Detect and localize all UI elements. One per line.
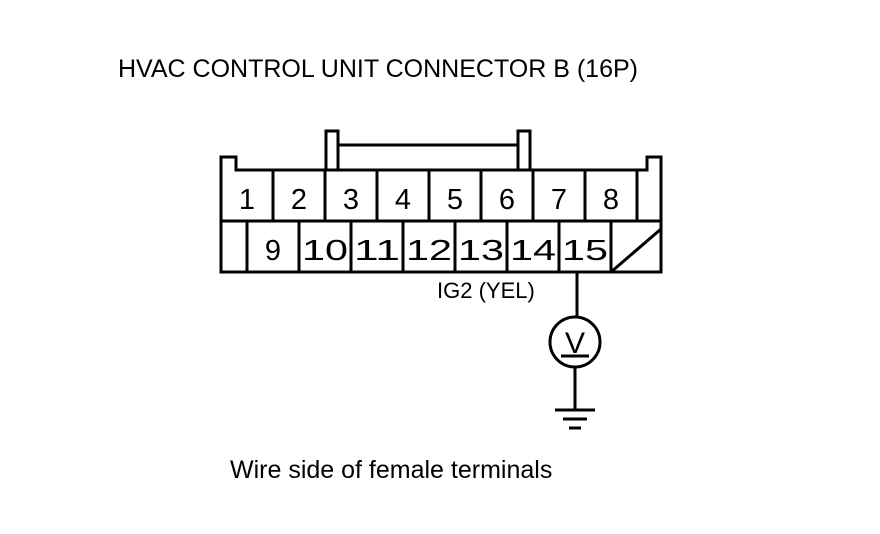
voltmeter-symbol: V — [565, 327, 585, 360]
pin-8: 8 — [603, 184, 619, 216]
pin-14: 14 — [510, 235, 556, 267]
pin-4: 4 — [395, 184, 411, 216]
diagram-caption: Wire side of female terminals — [230, 456, 552, 484]
pin-3: 3 — [343, 184, 359, 216]
pin-6: 6 — [499, 184, 515, 216]
bottom-row-pins: 9 10 11 12 13 14 15 — [265, 235, 608, 267]
connector-body — [219, 129, 663, 274]
pin-2: 2 — [291, 184, 307, 216]
pin-12: 12 — [406, 235, 452, 267]
pin-11: 11 — [354, 235, 400, 267]
diagram-title: HVAC CONTROL UNIT CONNECTOR B (16P) — [118, 55, 638, 83]
pin-7: 7 — [551, 184, 567, 216]
pin-13: 13 — [458, 235, 504, 267]
pin-1: 1 — [239, 184, 255, 216]
ground-icon — [555, 408, 595, 430]
pin-5: 5 — [447, 184, 463, 216]
wire-label: IG2 (YEL) — [437, 278, 535, 303]
top-row-pins: 1 2 3 4 5 6 7 8 — [239, 184, 619, 216]
pin-15: 15 — [562, 235, 608, 267]
pin-10: 10 — [302, 235, 348, 267]
voltmeter-icon: V — [548, 315, 602, 369]
pin-9: 9 — [265, 235, 281, 267]
